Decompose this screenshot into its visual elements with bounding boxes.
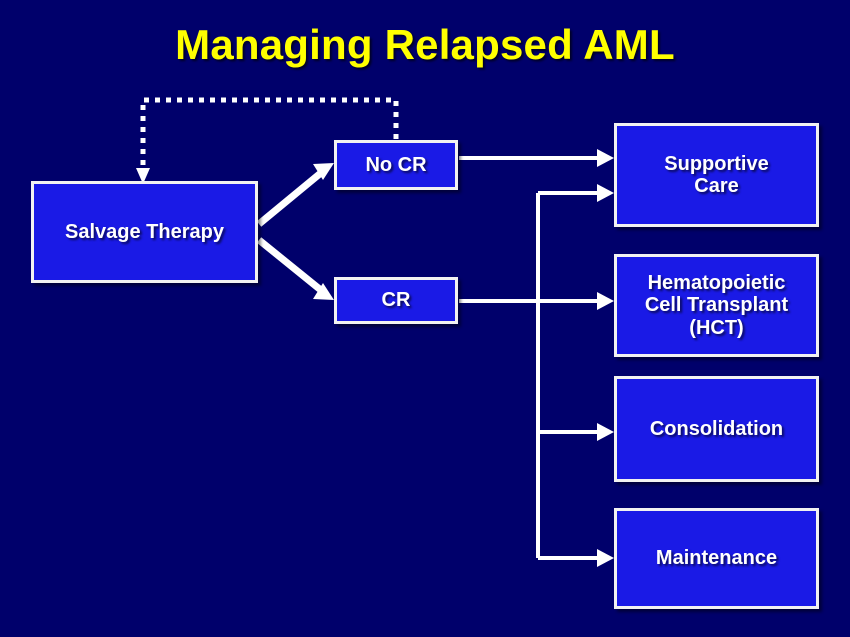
edge-nocr-to-supportive [459, 149, 614, 167]
node-salvage-therapy[interactable]: Salvage Therapy [31, 181, 258, 283]
node-supportive-care[interactable]: Supportive Care [614, 123, 819, 227]
node-consolidation-label: Consolidation [649, 417, 784, 440]
node-supportive-care-line2: Care [694, 175, 739, 197]
node-cr[interactable]: CR [334, 277, 458, 324]
node-maintenance-label: Maintenance [655, 547, 778, 570]
edge-trunk-to-maintenance [538, 549, 614, 567]
node-no-cr[interactable]: No CR [334, 140, 458, 190]
node-no-cr-label: No CR [365, 153, 427, 176]
node-salvage-therapy-label: Salvage Therapy [65, 220, 224, 243]
node-cr-label: CR [381, 289, 411, 312]
node-supportive-care-line1: Supportive [664, 152, 769, 175]
edge-cr-to-hct [459, 292, 614, 310]
node-hct-line3: (HCT) [689, 316, 744, 339]
node-maintenance[interactable]: Maintenance [614, 508, 819, 609]
node-hematopoietic-cell-transplant[interactable]: Hematopoietic Cell Transplant (HCT) [614, 254, 819, 357]
node-hct-line2: Cell Transplant [644, 294, 789, 317]
node-hct-line1: Hematopoietic [647, 271, 786, 294]
node-supportive-care-label: Supportive Care [664, 153, 768, 198]
node-hct-label: Hematopoietic Cell Transplant (HCT) [645, 272, 788, 339]
edge-trunk-to-consolidation [538, 423, 614, 441]
node-consolidation[interactable]: Consolidation [614, 376, 819, 482]
edge-trunk-to-supportive [538, 184, 614, 202]
page-title: Managing Relapsed AML [175, 21, 675, 68]
edge-salvage-to-cr [256, 237, 334, 300]
edge-salvage-to-nocr [256, 163, 334, 227]
